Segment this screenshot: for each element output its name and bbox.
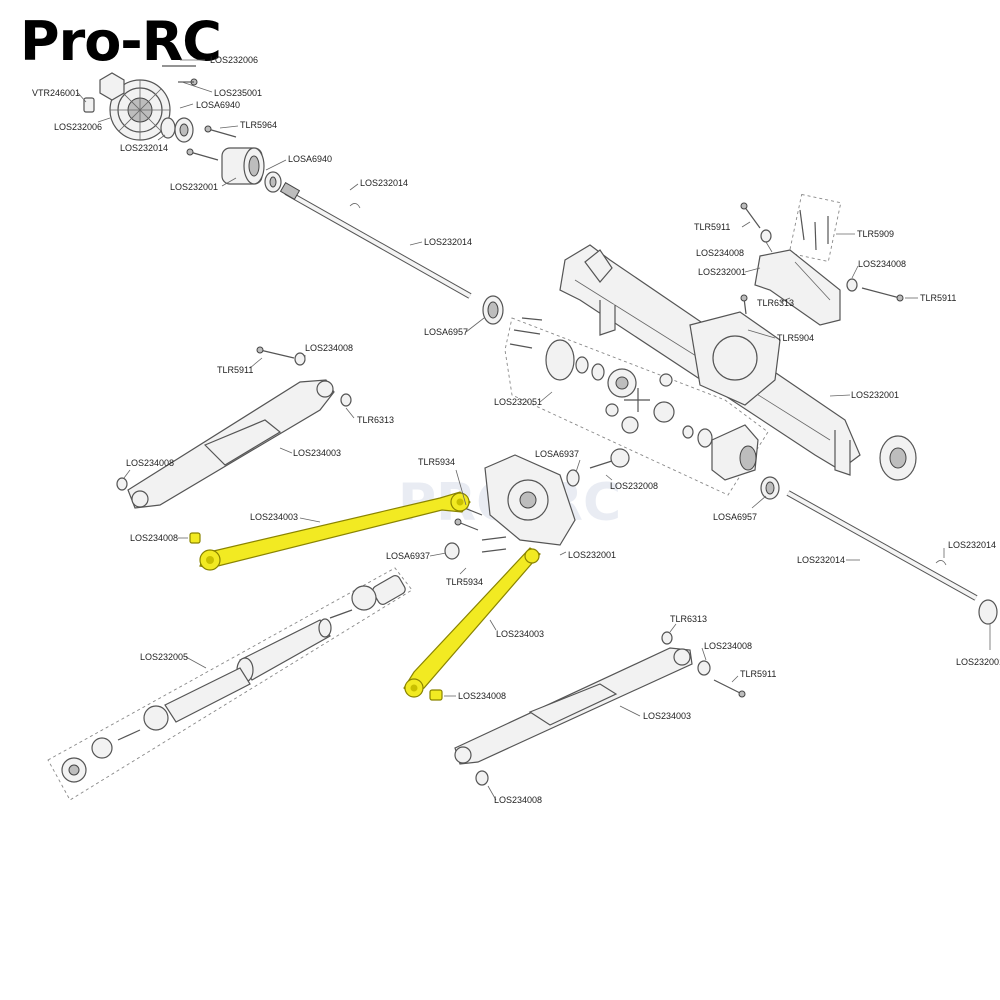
center-carrier — [444, 448, 780, 560]
part-label: LOS234003 — [293, 448, 341, 458]
upper-left-link-arm — [116, 346, 352, 509]
part-label: LOS232014 — [797, 555, 845, 565]
part-label: TLR5911 — [740, 669, 776, 679]
shock-mount-bracket — [740, 193, 904, 326]
part-label: LOS234008 — [305, 343, 353, 353]
part-label: LOS234003 — [250, 512, 298, 522]
leader-lines — [77, 59, 991, 801]
part-label: LOS234003 — [643, 711, 691, 721]
part-label: LOSA6940 — [288, 154, 332, 164]
part-label: LOS232014 — [360, 178, 408, 188]
part-label: LOS235001 — [214, 88, 262, 98]
part-label: LOS232006 — [54, 122, 102, 132]
part-label: LOS232005 — [140, 652, 188, 662]
part-label: LOS234008 — [704, 641, 752, 651]
part-label: LOSA6937 — [535, 449, 579, 459]
part-label: LOS234008 — [130, 533, 178, 543]
part-label: LOSA6957 — [713, 512, 757, 522]
part-label: LOS232006 — [210, 55, 258, 65]
part-label: LOSA6940 — [196, 100, 240, 110]
part-label: TLR6313 — [357, 415, 394, 425]
part-label: LOS232001 — [170, 182, 218, 192]
driveshaft-assembly — [47, 567, 413, 801]
part-label: LOS232008 — [610, 481, 658, 491]
highlighted-link-lower — [403, 547, 541, 701]
part-label: TLR5934 — [446, 577, 483, 587]
part-label: TLR5911 — [920, 293, 956, 303]
part-label: LOSA6937 — [386, 551, 430, 561]
part-label: TLR5964 — [240, 120, 277, 130]
part-label: TLR5909 — [857, 229, 894, 239]
part-label: LOS234008 — [458, 691, 506, 701]
part-label: TLR5934 — [418, 457, 455, 467]
part-label: TLR5911 — [217, 365, 253, 375]
part-label: VTR246001 — [32, 88, 80, 98]
part-label: TLR6313 — [670, 614, 707, 624]
brake-hub-assembly — [83, 65, 282, 193]
part-label: LOS232014 — [424, 237, 472, 247]
part-label: LOS232014 — [948, 540, 996, 550]
upper-axle-shaft — [279, 181, 504, 325]
part-label: LOS232001 — [956, 657, 1000, 667]
part-label: LOS232001 — [851, 390, 899, 400]
part-label: LOS234003 — [496, 629, 544, 639]
part-label: TLR5904 — [777, 333, 814, 343]
brand-logo: Pro-RC — [20, 10, 222, 73]
part-label: LOS234008 — [126, 458, 174, 468]
differential-assembly — [504, 317, 769, 496]
part-label: LOS232001 — [698, 267, 746, 277]
lower-axle-shaft — [786, 490, 998, 625]
highlighted-link-upper — [189, 491, 471, 571]
part-label: LOS234008 — [494, 795, 542, 805]
lower-right-link-arm — [454, 631, 746, 786]
axle-housing — [559, 244, 917, 481]
part-label: LOSA6957 — [424, 327, 468, 337]
part-labels: LOS232006 LOS235001 VTR246001 LOSA6940 L… — [32, 55, 1000, 805]
part-label: TLR6313 — [757, 298, 794, 308]
part-label: LOS232001 — [568, 550, 616, 560]
part-label: TLR5911 — [694, 222, 730, 232]
part-label: LOS232051 — [494, 397, 542, 407]
part-label: LOS234008 — [858, 259, 906, 269]
part-label: LOS232014 — [120, 143, 168, 153]
part-label: LOS234008 — [696, 248, 744, 258]
